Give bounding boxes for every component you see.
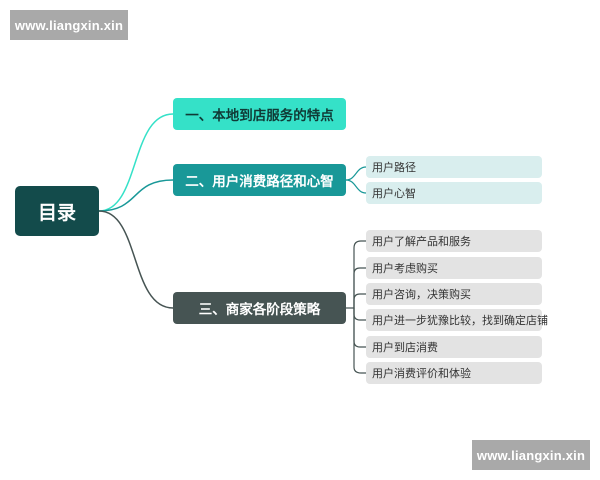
- leaf-understand-product[interactable]: 用户了解产品和服务: [366, 230, 542, 252]
- connector-root-b3: [98, 210, 174, 309]
- branch-node-3[interactable]: 三、商家各阶段策略: [173, 292, 346, 324]
- leaf-review-experience[interactable]: 用户消费评价和体验: [366, 362, 542, 384]
- connector-root-b2: [98, 179, 174, 212]
- watermark-top: www.liangxin.xin: [10, 10, 128, 40]
- connector-b3-leaf4: [353, 308, 366, 321]
- branch-node-2[interactable]: 二、用户消费路径和心智: [173, 164, 346, 196]
- connector-b3-leaf6: [353, 308, 366, 374]
- root-node[interactable]: 目录: [15, 186, 99, 236]
- leaf-visit-store[interactable]: 用户到店消费: [366, 336, 542, 358]
- watermark-bottom: www.liangxin.xin: [472, 440, 590, 470]
- leaf-consider-purchase[interactable]: 用户考虑购买: [366, 257, 542, 279]
- connector-b2-leaf1: [345, 166, 367, 181]
- leaf-user-path[interactable]: 用户路径: [366, 156, 542, 178]
- leaf-compare-find-store[interactable]: 用户进一步犹豫比较，找到确定店铺: [366, 309, 548, 331]
- connector-b3-leaf3: [353, 293, 366, 308]
- connector-root-b1: [98, 113, 174, 212]
- connector-b3-leaf1: [346, 240, 366, 309]
- connector-b3-leaf5: [353, 308, 366, 348]
- connector-b2-leaf2: [345, 179, 367, 194]
- leaf-user-mindset[interactable]: 用户心智: [366, 182, 542, 204]
- connector-b3-leaf2: [353, 267, 366, 308]
- leaf-consult-decide[interactable]: 用户咨询，决策购买: [366, 283, 542, 305]
- branch-node-1[interactable]: 一、本地到店服务的特点: [173, 98, 346, 130]
